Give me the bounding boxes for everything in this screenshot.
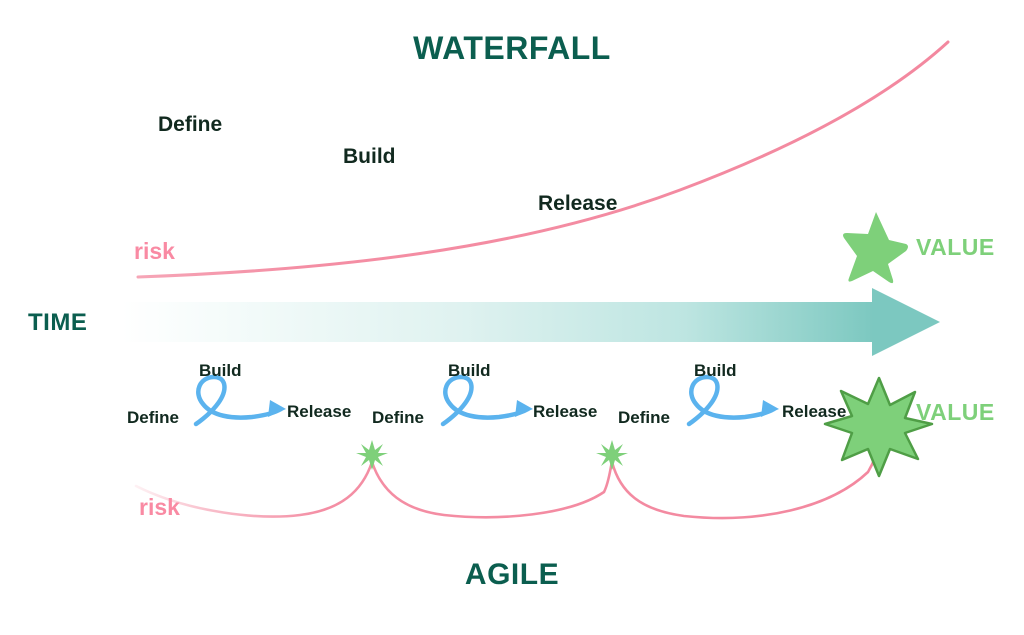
agile-risk-curve	[134, 438, 882, 520]
agile-value-star-icon	[823, 376, 934, 478]
agile-cycle-2-release: Release	[533, 402, 598, 421]
agile-cycle-loop-arrows	[193, 374, 779, 427]
agile-section-title: AGILE	[464, 558, 560, 591]
waterfall-stage-define: Define	[158, 113, 223, 136]
agile-cycle-2-define: Define	[372, 408, 424, 427]
milestone-star-2-icon	[596, 440, 628, 470]
agile-cycle-2-build: Build	[448, 361, 491, 380]
milestone-star-1-icon	[356, 440, 388, 470]
waterfall-risk-curve	[136, 40, 950, 279]
waterfall-stage-release: Release	[538, 192, 618, 215]
time-axis-label: TIME	[28, 309, 88, 336]
waterfall-value-star-icon	[843, 212, 908, 284]
waterfall-risk-label: risk	[134, 238, 175, 264]
agile-cycle-3-release: Release	[782, 402, 847, 421]
agile-risk-label: risk	[139, 494, 180, 520]
agile-cycle-3-build: Build	[694, 361, 737, 380]
waterfall-section-title: WATERFALL	[413, 30, 611, 66]
time-arrow	[122, 288, 940, 356]
agile-cycle-1-build: Build	[199, 361, 242, 380]
cycle-loop-1	[193, 374, 286, 427]
agile-cycle-1-define: Define	[127, 408, 179, 427]
waterfall-value-label: VALUE	[916, 234, 995, 260]
agile-cycle-3-define: Define	[618, 408, 670, 427]
agile-value-label: VALUE	[916, 399, 995, 425]
cycle-loop-2	[440, 374, 533, 427]
waterfall-stage-build: Build	[343, 145, 396, 168]
agile-milestone-stars	[356, 440, 628, 470]
cycle-loop-3	[686, 374, 779, 427]
agile-cycle-1-release: Release	[287, 402, 352, 421]
